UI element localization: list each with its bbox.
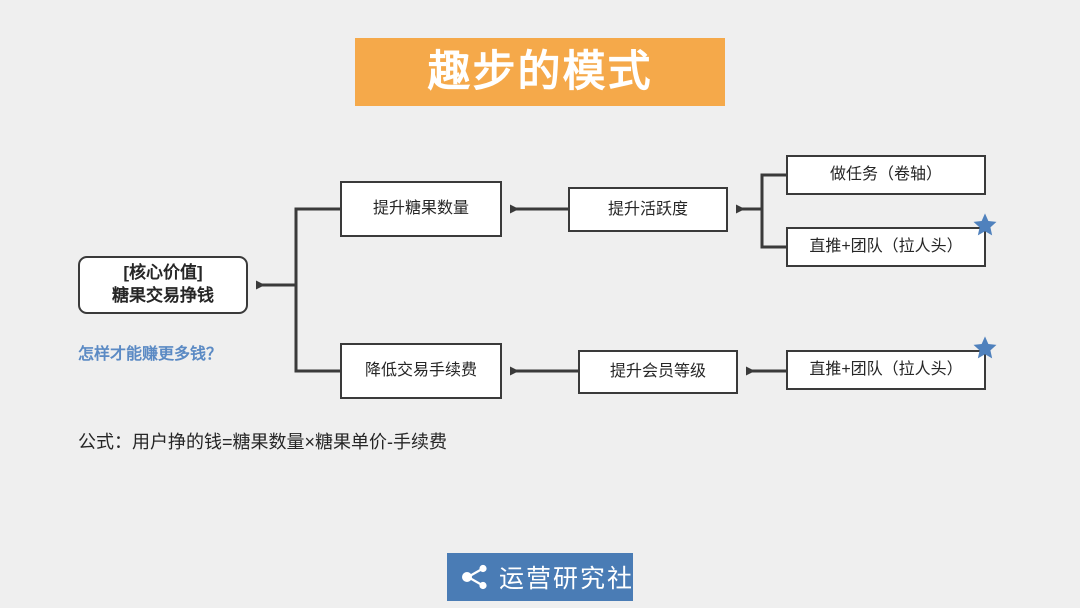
- share-network-icon: [462, 564, 487, 590]
- node-referral-team-top[interactable]: 直推+团队（拉人头）: [786, 227, 986, 267]
- node-core-value-line2: 糖果交易挣钱: [112, 286, 214, 305]
- edge-branches-to-core: [256, 207, 340, 373]
- edge-sources-to-activity: [736, 173, 786, 249]
- node-label: 提升糖果数量: [372, 200, 469, 218]
- node-do-tasks[interactable]: 做任务（卷轴）: [786, 155, 986, 195]
- question-text: 怎样才能赚更多钱？: [78, 346, 223, 363]
- footer-logo-text: 运营研究社: [499, 565, 635, 593]
- footer-logo: 运营研究社: [447, 553, 633, 601]
- node-label: 提升活跃度: [607, 200, 688, 218]
- node-label: 直推+团队（拉人头）: [809, 361, 963, 379]
- node-label: 降低交易手续费: [364, 362, 477, 380]
- node-lower-transaction-fee[interactable]: 降低交易手续费: [340, 343, 502, 399]
- node-referral-team-bottom[interactable]: 直推+团队（拉人头）: [786, 350, 986, 390]
- page-title: 趣步的模式: [427, 47, 653, 96]
- node-core-value-line1: [核心价值]: [123, 263, 203, 283]
- node-increase-activity[interactable]: 提升活跃度: [568, 187, 728, 232]
- node-label: 提升会员等级: [609, 363, 706, 381]
- title-banner: 趣步的模式: [355, 38, 725, 106]
- node-core-value[interactable]: [核心价值] 糖果交易挣钱: [78, 256, 248, 314]
- node-label: 做任务（卷轴）: [829, 166, 942, 184]
- node-increase-member-level[interactable]: 提升会员等级: [578, 350, 738, 394]
- node-label: 直推+团队（拉人头）: [809, 238, 963, 256]
- node-increase-candy-quantity[interactable]: 提升糖果数量: [340, 181, 502, 237]
- formula-text: 公式：用户挣的钱=糖果数量×糖果单价-手续费: [78, 432, 448, 452]
